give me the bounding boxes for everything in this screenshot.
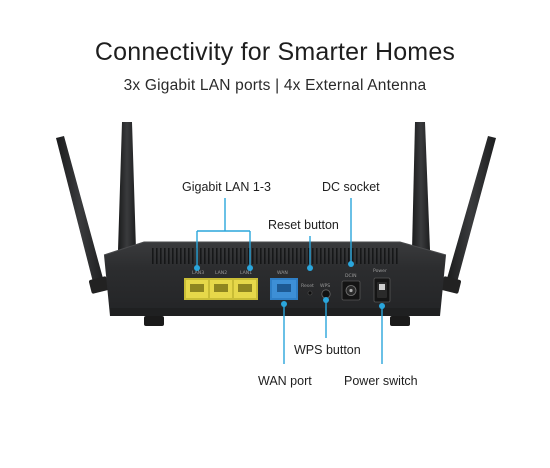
panel-label-wps: WPS	[320, 283, 330, 289]
panel-label-lan3: LAN3	[192, 270, 204, 276]
panel-label-power: Power	[373, 268, 387, 274]
callout-dc-socket: DC socket	[322, 180, 380, 194]
power-switch[interactable]	[373, 277, 391, 303]
callout-lan-ports: Gigabit LAN 1-3	[182, 180, 271, 194]
callout-reset-button: Reset button	[268, 218, 339, 232]
callout-dots	[194, 261, 385, 309]
panel-label-wan: WAN	[277, 270, 288, 276]
reset-hole[interactable]	[307, 290, 313, 296]
panel-label-lan1: LAN1	[240, 270, 252, 276]
antenna-right-inner	[412, 122, 430, 250]
callout-power-switch: Power switch	[344, 374, 418, 388]
panel-label-lan2: LAN2	[215, 270, 227, 276]
page-subtitle: 3x Gigabit LAN ports | 4x External Anten…	[123, 77, 427, 94]
dc-socket[interactable]	[341, 280, 361, 301]
antenna-right-outer	[440, 136, 496, 294]
callout-wan-port: WAN port	[258, 374, 312, 388]
wps-button[interactable]	[321, 289, 331, 299]
antenna-left-outer	[56, 136, 110, 294]
lan-ports[interactable]	[184, 278, 258, 300]
antenna-left-inner	[118, 122, 136, 250]
panel-label-reset: Reset	[301, 283, 314, 289]
page-title: Connectivity for Smarter Homes	[94, 38, 456, 66]
wan-port[interactable]	[270, 278, 298, 300]
panel-label-dc: DCIN	[345, 273, 357, 279]
callout-lines	[196, 198, 383, 364]
callout-wps-button: WPS button	[294, 343, 361, 357]
